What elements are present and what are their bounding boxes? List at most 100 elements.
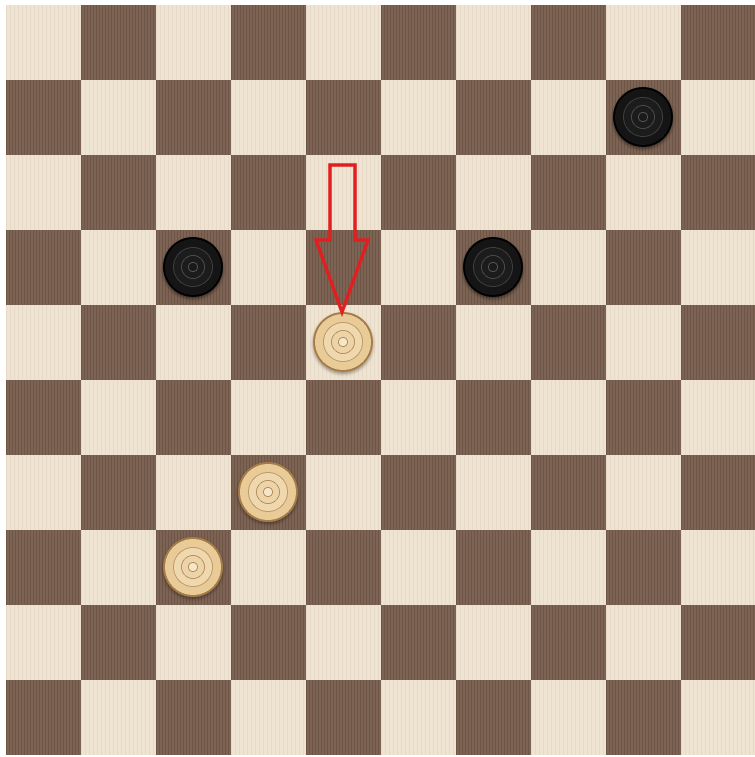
board-square-r6-c6[interactable] [456,455,531,530]
white-checker-piece[interactable] [238,462,298,522]
board-square-r5-c8[interactable] [606,380,681,455]
board-square-r4-c9[interactable] [681,305,755,380]
board-square-r4-c3[interactable] [231,305,306,380]
board-square-r1-c8[interactable] [606,80,681,155]
board-square-r3-c4[interactable] [306,230,381,305]
board-square-r7-c1[interactable] [81,530,156,605]
board-square-r0-c1[interactable] [81,5,156,80]
board-square-r7-c3[interactable] [231,530,306,605]
board-square-r9-c1[interactable] [81,680,156,755]
board-square-r5-c3[interactable] [231,380,306,455]
board-square-r6-c7[interactable] [531,455,606,530]
board-square-r0-c7[interactable] [531,5,606,80]
board-square-r7-c9[interactable] [681,530,755,605]
board-square-r2-c3[interactable] [231,155,306,230]
board-square-r0-c5[interactable] [381,5,456,80]
board-square-r1-c5[interactable] [381,80,456,155]
board-square-r4-c0[interactable] [6,305,81,380]
board-square-r3-c2[interactable] [156,230,231,305]
white-checker-piece[interactable] [163,537,223,597]
board-square-r1-c3[interactable] [231,80,306,155]
board-square-r3-c8[interactable] [606,230,681,305]
board-square-r9-c3[interactable] [231,680,306,755]
board-square-r1-c2[interactable] [156,80,231,155]
board-square-r9-c8[interactable] [606,680,681,755]
board-square-r4-c1[interactable] [81,305,156,380]
board-square-r6-c3[interactable] [231,455,306,530]
board-square-r5-c0[interactable] [6,380,81,455]
board-square-r4-c6[interactable] [456,305,531,380]
board-square-r0-c6[interactable] [456,5,531,80]
board-square-r2-c6[interactable] [456,155,531,230]
board-square-r9-c7[interactable] [531,680,606,755]
board-square-r2-c1[interactable] [81,155,156,230]
board-square-r8-c9[interactable] [681,605,755,680]
board-square-r3-c0[interactable] [6,230,81,305]
board-square-r7-c2[interactable] [156,530,231,605]
board-square-r1-c4[interactable] [306,80,381,155]
black-checker-piece[interactable] [163,237,223,297]
board-square-r7-c5[interactable] [381,530,456,605]
board-square-r3-c1[interactable] [81,230,156,305]
board-square-r1-c0[interactable] [6,80,81,155]
board-square-r7-c6[interactable] [456,530,531,605]
black-checker-piece[interactable] [463,237,523,297]
board-square-r7-c7[interactable] [531,530,606,605]
board-square-r8-c6[interactable] [456,605,531,680]
board-square-r0-c4[interactable] [306,5,381,80]
board-square-r2-c2[interactable] [156,155,231,230]
board-square-r2-c7[interactable] [531,155,606,230]
board-square-r4-c4[interactable] [306,305,381,380]
board-square-r6-c0[interactable] [6,455,81,530]
board-square-r5-c6[interactable] [456,380,531,455]
board-square-r2-c9[interactable] [681,155,755,230]
board-square-r7-c0[interactable] [6,530,81,605]
board-square-r6-c2[interactable] [156,455,231,530]
board-square-r9-c5[interactable] [381,680,456,755]
board-square-r8-c7[interactable] [531,605,606,680]
board-square-r7-c8[interactable] [606,530,681,605]
board-square-r5-c7[interactable] [531,380,606,455]
board-square-r9-c4[interactable] [306,680,381,755]
board-square-r1-c9[interactable] [681,80,755,155]
board-square-r9-c6[interactable] [456,680,531,755]
board-square-r5-c9[interactable] [681,380,755,455]
board-square-r0-c2[interactable] [156,5,231,80]
board-square-r6-c9[interactable] [681,455,755,530]
board-square-r3-c6[interactable] [456,230,531,305]
board-square-r0-c0[interactable] [6,5,81,80]
board-square-r1-c1[interactable] [81,80,156,155]
board-square-r9-c2[interactable] [156,680,231,755]
board-square-r3-c7[interactable] [531,230,606,305]
board-square-r7-c4[interactable] [306,530,381,605]
board-square-r8-c2[interactable] [156,605,231,680]
board-square-r8-c4[interactable] [306,605,381,680]
board-square-r1-c7[interactable] [531,80,606,155]
board-square-r6-c4[interactable] [306,455,381,530]
board-square-r0-c3[interactable] [231,5,306,80]
board-square-r9-c0[interactable] [6,680,81,755]
board-square-r2-c5[interactable] [381,155,456,230]
board-square-r8-c0[interactable] [6,605,81,680]
board-square-r2-c0[interactable] [6,155,81,230]
board-square-r0-c8[interactable] [606,5,681,80]
board-square-r2-c8[interactable] [606,155,681,230]
board-square-r6-c8[interactable] [606,455,681,530]
black-checker-piece[interactable] [613,87,673,147]
board-square-r8-c5[interactable] [381,605,456,680]
board-square-r4-c5[interactable] [381,305,456,380]
board-square-r5-c5[interactable] [381,380,456,455]
board-square-r0-c9[interactable] [681,5,755,80]
board-square-r5-c4[interactable] [306,380,381,455]
board-square-r6-c5[interactable] [381,455,456,530]
board-square-r6-c1[interactable] [81,455,156,530]
board-square-r3-c9[interactable] [681,230,755,305]
board-square-r4-c2[interactable] [156,305,231,380]
board-square-r8-c8[interactable] [606,605,681,680]
board-square-r2-c4[interactable] [306,155,381,230]
board-square-r1-c6[interactable] [456,80,531,155]
board-square-r5-c1[interactable] [81,380,156,455]
board-square-r3-c3[interactable] [231,230,306,305]
board-square-r3-c5[interactable] [381,230,456,305]
board-square-r4-c7[interactable] [531,305,606,380]
